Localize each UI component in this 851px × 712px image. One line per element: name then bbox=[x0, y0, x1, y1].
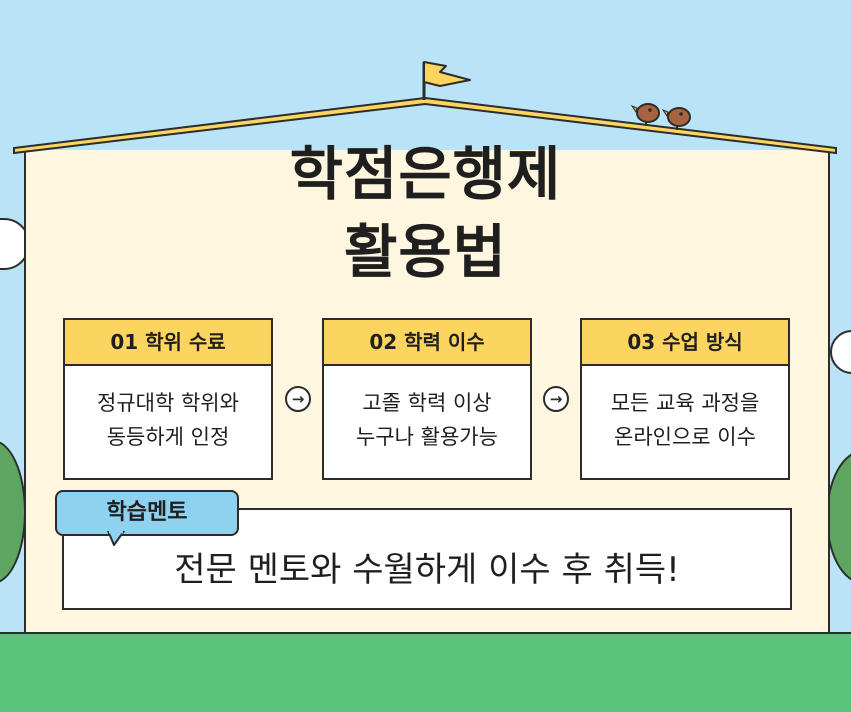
step-card-line: 정규대학 학위와 bbox=[97, 391, 239, 415]
speech-tail bbox=[107, 531, 125, 546]
cloud-right bbox=[830, 330, 851, 374]
title-line-1: 학점은행제 bbox=[289, 140, 562, 208]
mentor-tag: 학습멘토 bbox=[55, 490, 239, 536]
bird-icon bbox=[630, 103, 660, 126]
step-card-line: 모든 교육 과정을 bbox=[610, 391, 760, 415]
step-card-header: 01 학위 수료 bbox=[65, 320, 271, 366]
tree-left bbox=[0, 440, 26, 584]
flag-icon bbox=[422, 61, 471, 100]
step-card-body: 정규대학 학위와 동등하게 인정 bbox=[65, 366, 271, 454]
step-card-header: 02 학력 이수 bbox=[324, 320, 530, 366]
step-card-line: 고졸 학력 이상 bbox=[362, 391, 492, 415]
grass-ground bbox=[0, 632, 851, 712]
step-card-body: 고졸 학력 이상 누구나 활용가능 bbox=[324, 366, 530, 454]
arrow-right-circle-icon: → bbox=[285, 386, 311, 412]
bird-icon bbox=[661, 107, 691, 130]
arrow-right-circle-icon: → bbox=[543, 386, 569, 412]
title-line-2: 활용법 bbox=[343, 218, 508, 286]
step-card-line: 온라인으로 이수 bbox=[614, 425, 756, 449]
step-card-2: 02 학력 이수 고졸 학력 이상 누구나 활용가능 bbox=[322, 318, 532, 480]
step-card-body: 모든 교육 과정을 온라인으로 이수 bbox=[582, 366, 788, 454]
mentor-text: 전문 멘토와 수월하게 이수 후 취득! bbox=[174, 550, 680, 590]
step-card-1: 01 학위 수료 정규대학 학위와 동등하게 인정 bbox=[63, 318, 273, 480]
roof bbox=[13, 61, 837, 155]
step-card-line: 누구나 활용가능 bbox=[356, 425, 498, 449]
mentor-box: 전문 멘토와 수월하게 이수 후 취득! bbox=[62, 508, 792, 610]
step-card-header: 03 수업 방식 bbox=[582, 320, 788, 366]
step-card-3: 03 수업 방식 모든 교육 과정을 온라인으로 이수 bbox=[580, 318, 790, 480]
step-card-line: 동등하게 인정 bbox=[106, 425, 230, 449]
